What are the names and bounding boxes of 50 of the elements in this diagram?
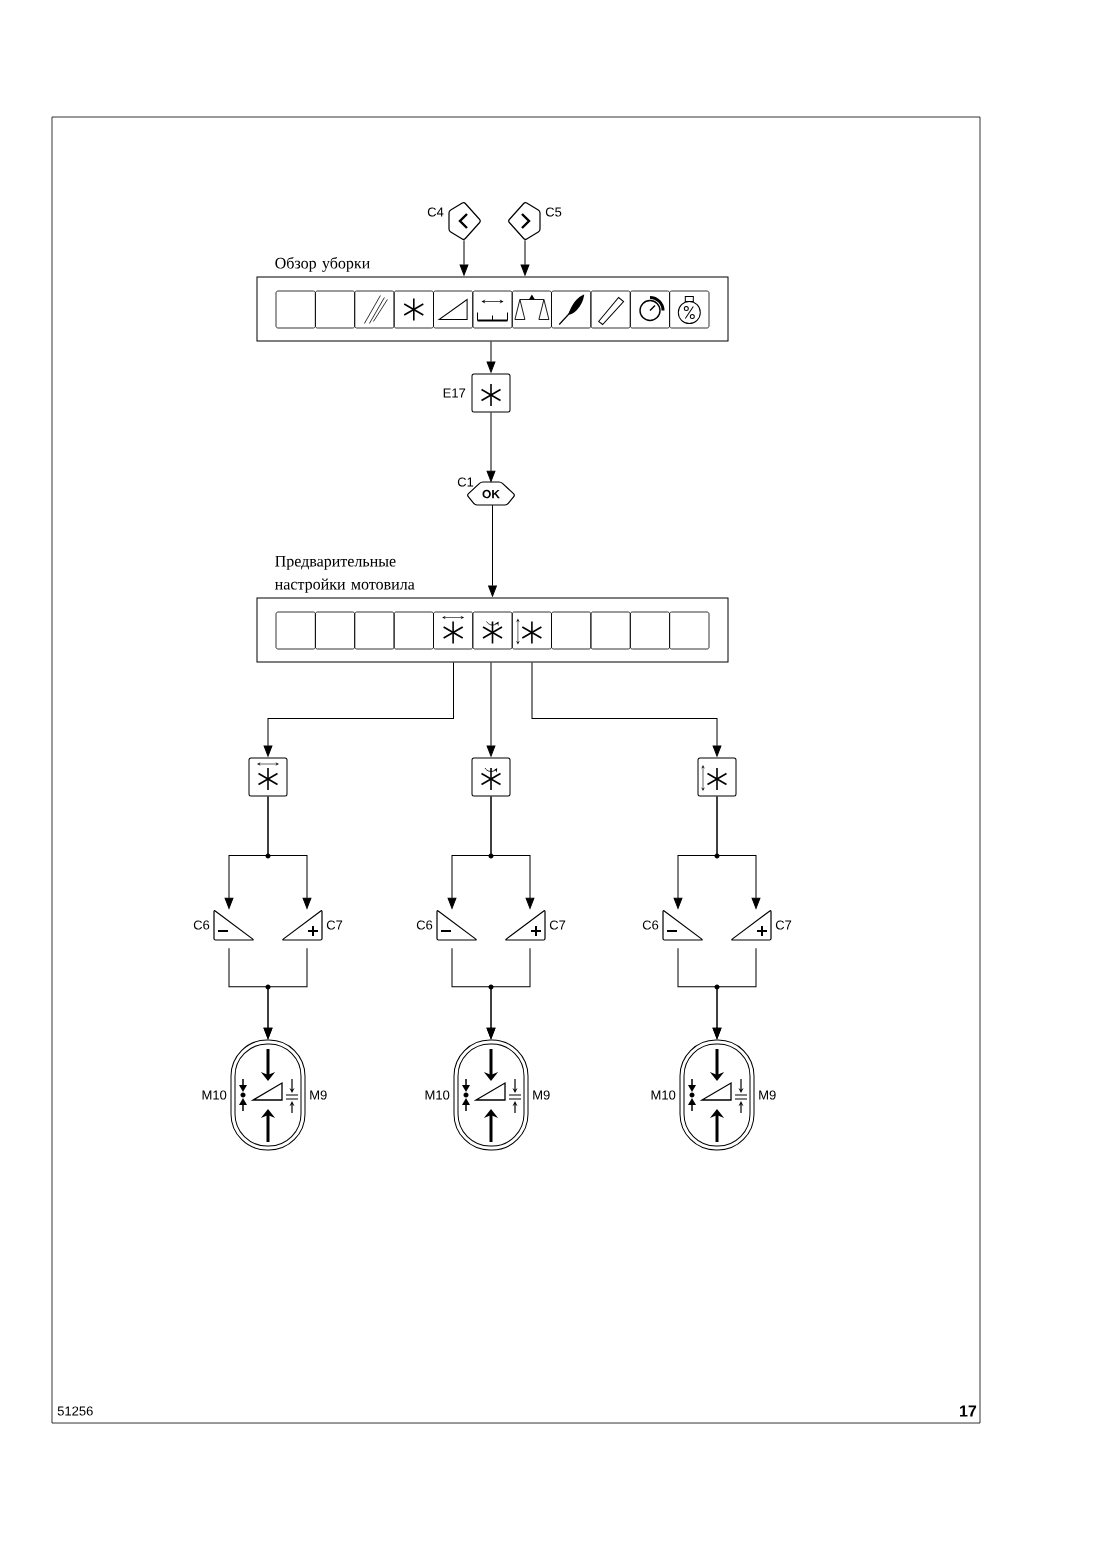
arrow (263, 662, 454, 757)
arrow-button (508, 202, 541, 240)
reel-icon-box (248, 757, 288, 797)
joystick-drawing (679, 1039, 755, 1151)
button-label: C6 (416, 920, 433, 930)
button-label: C4 (427, 207, 444, 217)
menu-bar (256, 256, 729, 342)
button-label: C6 (193, 920, 210, 930)
arrow (716, 796, 761, 909)
button-label: M9 (310, 1090, 327, 1100)
button-label: M10 (651, 1090, 676, 1100)
arrow (712, 947, 757, 1039)
arrow (520, 239, 530, 276)
button-label: E17 (443, 388, 466, 398)
reel-icon-box (471, 373, 511, 413)
button-label: C7 (549, 920, 566, 930)
page-label: 17 (960, 1405, 977, 1417)
arrow (459, 239, 469, 276)
button-label: C6 (642, 920, 659, 930)
arrow (486, 662, 496, 757)
button-label: C7 (775, 920, 792, 930)
adjust-button (282, 910, 323, 941)
arrow (263, 947, 308, 1039)
reel-icon-box (697, 757, 737, 797)
arrow (531, 662, 722, 757)
page-label: 51256 (57, 1406, 93, 1416)
button-label: M10 (425, 1090, 450, 1100)
menu-title: Обзор уборки (275, 256, 370, 272)
joystick-drawing (230, 1039, 306, 1151)
adjust-button (436, 910, 477, 941)
button-label: C5 (545, 207, 562, 217)
arrow (486, 412, 496, 482)
arrow (267, 796, 312, 909)
arrow-button (448, 202, 481, 240)
joystick-drawing (453, 1039, 529, 1151)
menu-bar (256, 555, 729, 663)
reel-icon-box (471, 757, 511, 797)
button-label: M9 (533, 1090, 550, 1100)
arrow (486, 947, 531, 1039)
button-label: M9 (759, 1090, 776, 1100)
button-label: M10 (202, 1090, 227, 1100)
adjust-button (731, 910, 772, 941)
button-label: C7 (326, 920, 343, 930)
menu-title: Предварительные настройки мотовила (275, 555, 415, 593)
arrow (488, 504, 497, 597)
adjust-button (213, 910, 254, 941)
arrow (486, 341, 496, 373)
adjust-button (505, 910, 546, 941)
arrow (490, 796, 535, 909)
adjust-button (662, 910, 703, 941)
